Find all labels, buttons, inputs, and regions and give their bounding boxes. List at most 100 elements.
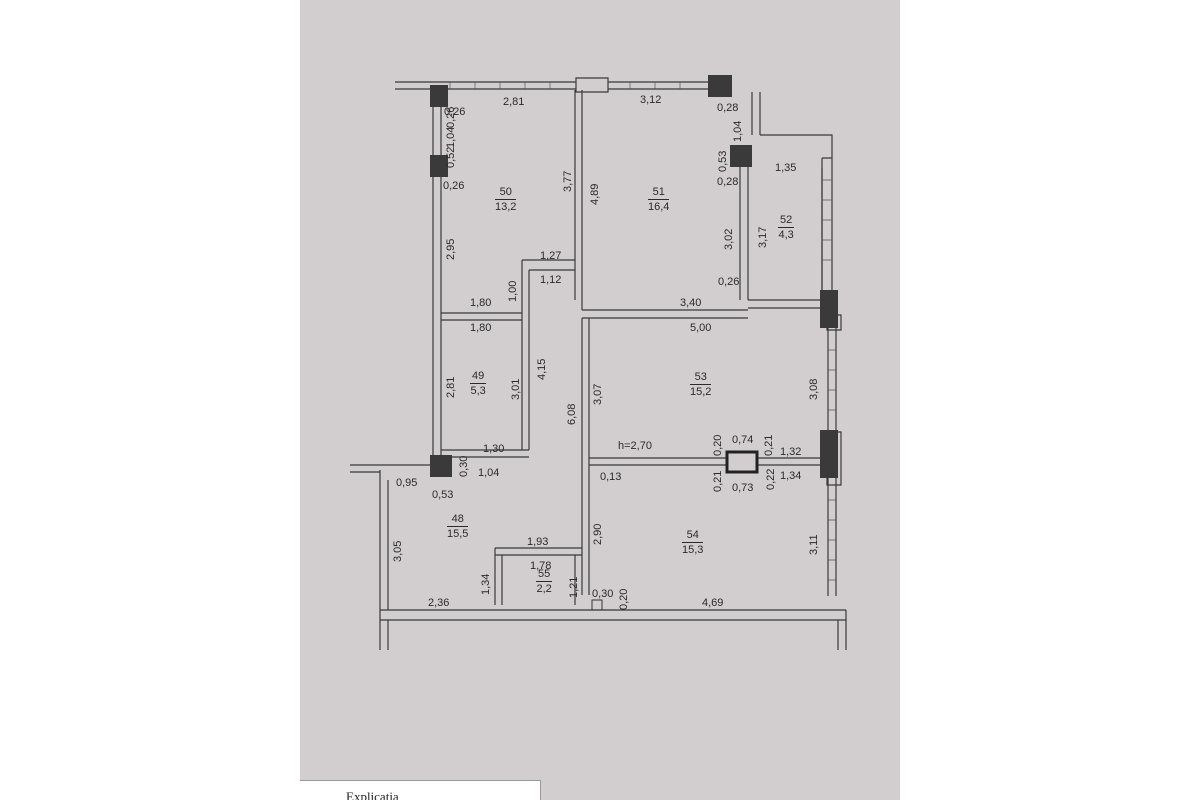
dimension-label: 4,69 — [702, 597, 724, 609]
outer-wall-right-upper — [751, 92, 833, 290]
outer-wall-left — [432, 92, 442, 455]
room-49: 49 5,3 — [470, 369, 487, 398]
wall-51-53 — [582, 309, 748, 319]
wall-50-51 — [574, 90, 583, 310]
dimension-label: 0,21 — [712, 470, 724, 492]
outer-wall-bay — [821, 158, 833, 290]
column — [430, 85, 448, 107]
dimension-label: 3,17 — [757, 226, 769, 248]
wall-50-49 — [441, 312, 522, 321]
dimension-label: 1,34 — [780, 470, 802, 482]
dimension-label: 0,73 — [732, 482, 754, 494]
dimension-label: 0,74 — [732, 434, 754, 446]
room-area: 5,3 — [470, 385, 486, 397]
room-53: 53 15,2 — [690, 370, 712, 399]
dimension-label: 1,80 — [470, 322, 492, 334]
dimension-label: 1,32 — [780, 446, 802, 458]
room-51: 51 16,4 — [648, 185, 670, 214]
dimension-label: 2,81 — [445, 376, 457, 398]
dimension-label: 1,00 — [507, 280, 519, 302]
room-number: 54 — [682, 528, 704, 543]
dimension-label: 0,95 — [396, 477, 418, 489]
inner-wall-52 — [739, 150, 832, 309]
room-50: 50 13,2 — [495, 185, 517, 214]
dimension-label: 3,11 — [808, 534, 820, 555]
dimension-label: 0,26 — [718, 276, 740, 288]
dimension-label: 0,30 — [458, 455, 470, 477]
outer-wall-top — [395, 81, 708, 90]
room-number: 50 — [495, 185, 517, 200]
dimension-label: 3,01 — [510, 378, 522, 400]
room-area: 4,3 — [778, 229, 794, 241]
dimension-label: 1,04 — [478, 467, 500, 479]
dimension-label: 1,04 — [732, 120, 744, 142]
explication-table-header: Explicatia — [300, 780, 541, 800]
room-area: 15,2 — [690, 386, 712, 398]
dimension-label: 3,08 — [808, 378, 820, 400]
dimension-label: 3,12 — [640, 94, 662, 106]
dimension-label: 1,34 — [480, 573, 492, 595]
dimension-label: 0,20 — [618, 588, 630, 610]
room-area: 15,3 — [682, 544, 704, 556]
room-54: 54 15,3 — [682, 528, 704, 557]
wall-53-54-horizontal — [589, 457, 828, 466]
room-number: 52 — [778, 214, 795, 228]
dimension-label: 4,89 — [589, 183, 601, 205]
paper-sheet: 50 13,2 51 16,4 52 4,3 49 5,3 53 15,2 48… — [300, 0, 900, 800]
window-top — [575, 77, 609, 93]
dimension-label: 0,22 — [765, 468, 777, 490]
room-area: 13,2 — [495, 201, 517, 213]
column — [820, 290, 838, 328]
explication-title: Explicatia — [346, 789, 399, 800]
dimension-label: 0,30 — [592, 588, 614, 600]
dimension-label: 2,95 — [445, 238, 457, 260]
column — [430, 455, 452, 477]
room-55: 55 2,2 — [536, 567, 553, 596]
dimension-label: 0,53 — [717, 150, 729, 172]
room-number: 53 — [690, 370, 712, 385]
wall-55 — [494, 547, 582, 605]
dimension-label: 2,81 — [503, 96, 525, 108]
dimension-label: 0,53 — [432, 489, 454, 501]
dimension-label: 0,13 — [600, 471, 622, 483]
dimension-label: 1,12 — [540, 274, 562, 286]
dimension-label: 2,36 — [428, 597, 450, 609]
room-52: 52 4,3 — [778, 213, 795, 242]
wall-corridor-left — [521, 259, 575, 450]
dimension-label: 1,78 — [530, 560, 552, 572]
dimension-label: 2,90 — [592, 523, 604, 545]
column — [708, 75, 732, 97]
dimension-label: 1,27 — [540, 250, 562, 262]
room-area: 2,2 — [536, 583, 552, 595]
dimension-label: h=2,70 — [618, 440, 652, 452]
outer-wall-bottom — [379, 609, 847, 650]
room-area: 15,5 — [447, 528, 469, 540]
room-number: 49 — [470, 370, 487, 384]
room-48: 48 15,5 — [447, 512, 469, 541]
room-number: 51 — [648, 185, 670, 200]
floor-plan — [350, 75, 847, 650]
column — [820, 430, 838, 478]
dimension-label: 1,30 — [483, 443, 505, 455]
dimension-label: 3,05 — [392, 540, 404, 562]
dimension-label: 1,04 — [445, 126, 457, 148]
dimension-label: 1,93 — [527, 536, 549, 548]
dimension-label: 3,02 — [723, 228, 735, 250]
room-number: 48 — [447, 512, 469, 527]
dimension-label: 5,00 — [690, 322, 712, 334]
dimension-label: 1,35 — [775, 162, 797, 174]
dimension-label: 0,28 — [717, 102, 739, 114]
column — [430, 155, 448, 177]
dimension-label: 4,15 — [536, 358, 548, 380]
wall-53-54 — [581, 318, 590, 595]
wall-49-48 — [441, 449, 529, 458]
dimension-label: 1,21 — [568, 576, 580, 598]
dimension-label: 0,28 — [717, 176, 739, 188]
dimension-label: 0,26 — [444, 106, 466, 118]
dimension-label: 0,52 — [445, 146, 457, 168]
outer-wall-left-lower — [350, 464, 430, 610]
dimension-label: 3,40 — [680, 297, 702, 309]
dimension-label: 3,77 — [562, 170, 574, 192]
dimension-label: 0,20 — [712, 434, 724, 456]
small-shaft — [591, 599, 603, 611]
